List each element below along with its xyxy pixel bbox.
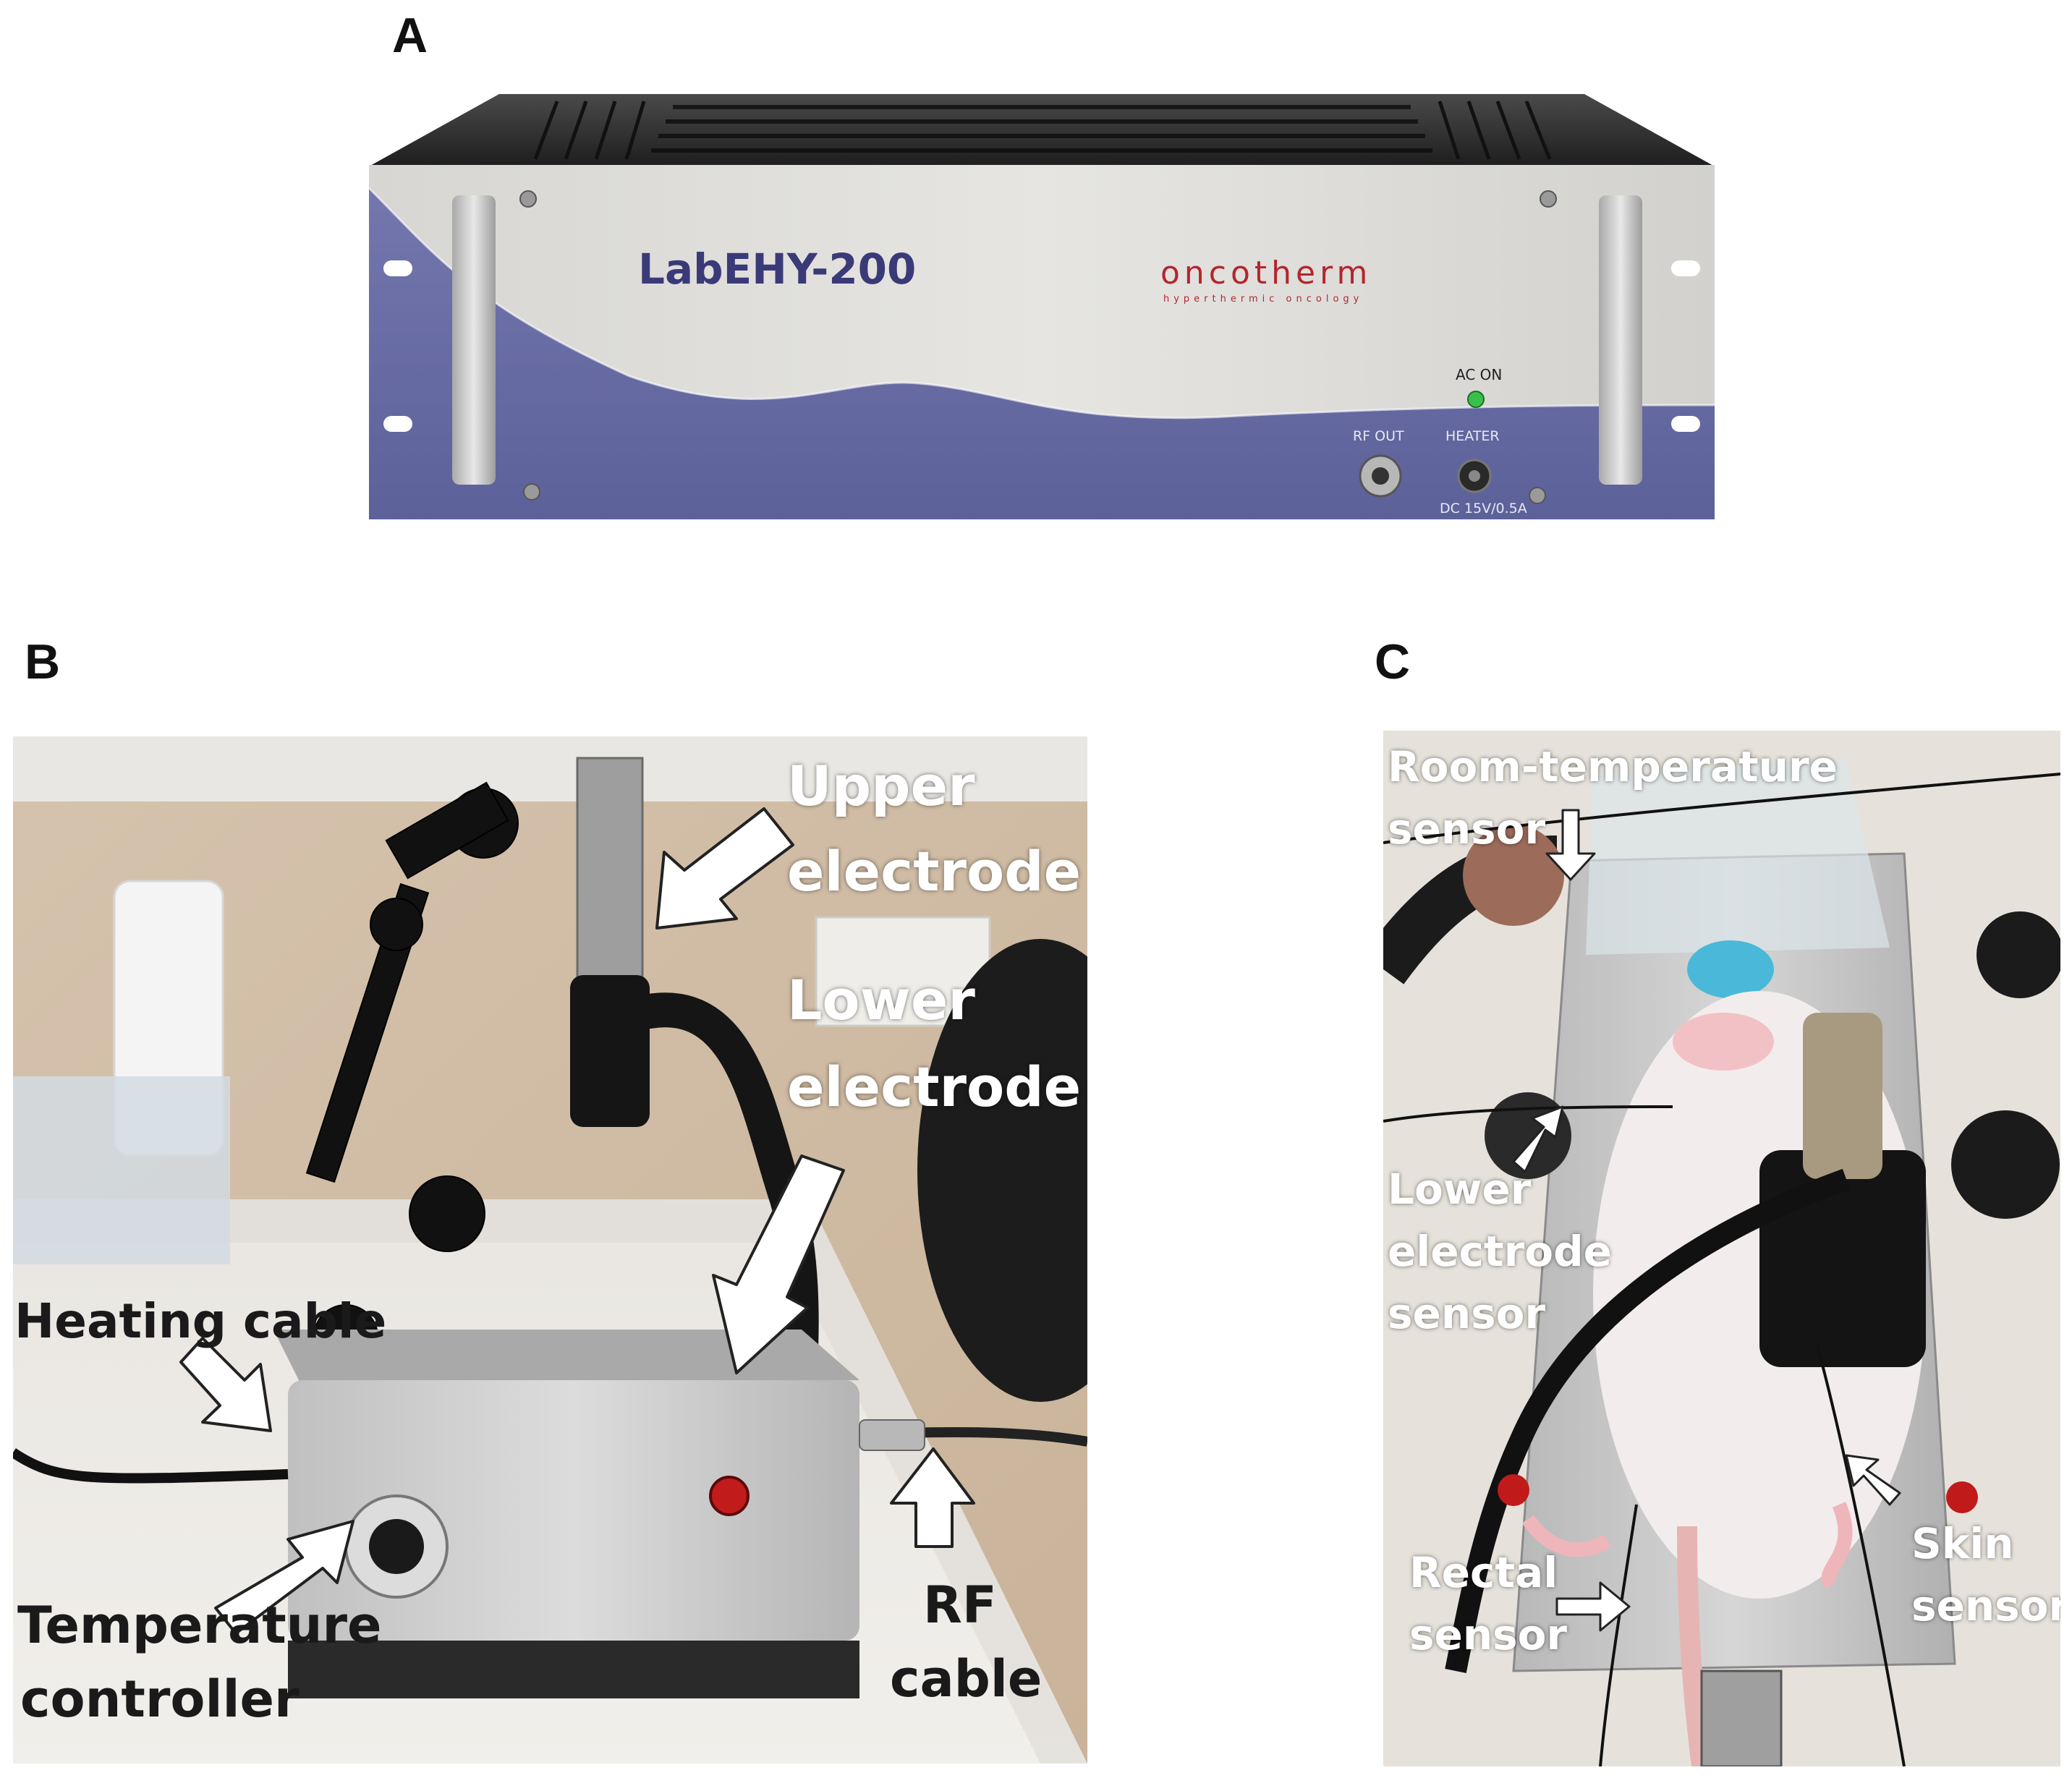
- label-rectal-sensor-line1: Rectal: [1409, 1548, 1558, 1597]
- panel-letter-a: A: [392, 8, 428, 63]
- arrow-skin-sensor: [1845, 1454, 1901, 1506]
- label-upper-electrode-line1: Upper: [787, 754, 975, 818]
- heater-connector: [1457, 459, 1492, 493]
- arrow-lower-electrode-sensor: [1512, 1105, 1564, 1173]
- label-lower-electrode-sensor-line2: electrode: [1388, 1227, 1612, 1276]
- ac-on-label: AC ON: [1456, 366, 1503, 383]
- label-rectal-sensor-line2: sensor: [1409, 1610, 1568, 1659]
- rf-out-label: RF OUT: [1353, 428, 1404, 444]
- arrow-upper-electrode: [655, 807, 794, 930]
- arrow-heating-cable: [179, 1337, 272, 1432]
- rf-out-connector: [1359, 454, 1402, 498]
- label-room-temperature-line1: Room-temperature: [1388, 742, 1838, 791]
- label-upper-electrode-line2: electrode: [787, 839, 1082, 903]
- label-room-temperature-line2: sensor: [1388, 804, 1546, 854]
- device-model-label: LabEHY-200: [638, 244, 917, 294]
- arrow-temperature-controller: [214, 1520, 354, 1635]
- arrow-rectal-sensor: [1555, 1581, 1631, 1632]
- label-temperature-controller-line2: controller: [20, 1669, 300, 1729]
- label-temperature-controller-line1: Temperature: [17, 1596, 382, 1655]
- device-illustration: [369, 94, 1715, 519]
- brand-logo: oncotherm: [1160, 255, 1372, 292]
- panel-letter-c: C: [1375, 634, 1411, 689]
- arrow-room-temperature-sensor: [1545, 809, 1596, 881]
- vent-slots: [533, 101, 1552, 160]
- right-handle: [1599, 195, 1642, 485]
- power-rating-label: DC 15V/0.5A: [1440, 501, 1527, 516]
- upper-electrode-sleeve: [570, 975, 650, 1127]
- lower-band: [369, 188, 1715, 519]
- label-skin-sensor-line1: Skin: [1911, 1519, 2014, 1568]
- brand-tagline: hyperthermic oncology: [1163, 294, 1364, 305]
- label-lower-electrode-line1: Lower: [787, 968, 975, 1032]
- mouse-setup-illustration: [1383, 731, 2060, 1766]
- device-photo: LabEHY-200 oncotherm hyperthermic oncolo…: [369, 87, 1715, 550]
- mouse-photo: Room-temperature sensor Lower electrode …: [1383, 731, 2060, 1766]
- upper-electrode: [576, 757, 644, 998]
- ac-on-led: [1467, 391, 1485, 408]
- label-rf-cable-line1: RF: [923, 1575, 997, 1635]
- label-rf-cable-line2: cable: [890, 1649, 1043, 1709]
- label-lower-electrode-sensor-line1: Lower: [1388, 1165, 1532, 1214]
- label-skin-sensor-line2: sensor: [1911, 1581, 2060, 1630]
- setup-photo: Upper electrode Lower electrode Heating …: [13, 736, 1087, 1764]
- heating-cable: [13, 1448, 289, 1484]
- label-lower-electrode-line2: electrode: [787, 1055, 1082, 1119]
- left-handle: [452, 195, 496, 485]
- panel-letter-b: B: [25, 634, 61, 689]
- setup-illustration: [13, 736, 1087, 1764]
- arrow-rf-cable: [890, 1447, 975, 1548]
- label-heating-cable: Heating cable: [14, 1293, 387, 1349]
- label-lower-electrode-sensor-line3: sensor: [1388, 1289, 1546, 1338]
- arrow-lower-electrode: [712, 1154, 845, 1374]
- heater-label: HEATER: [1445, 428, 1500, 444]
